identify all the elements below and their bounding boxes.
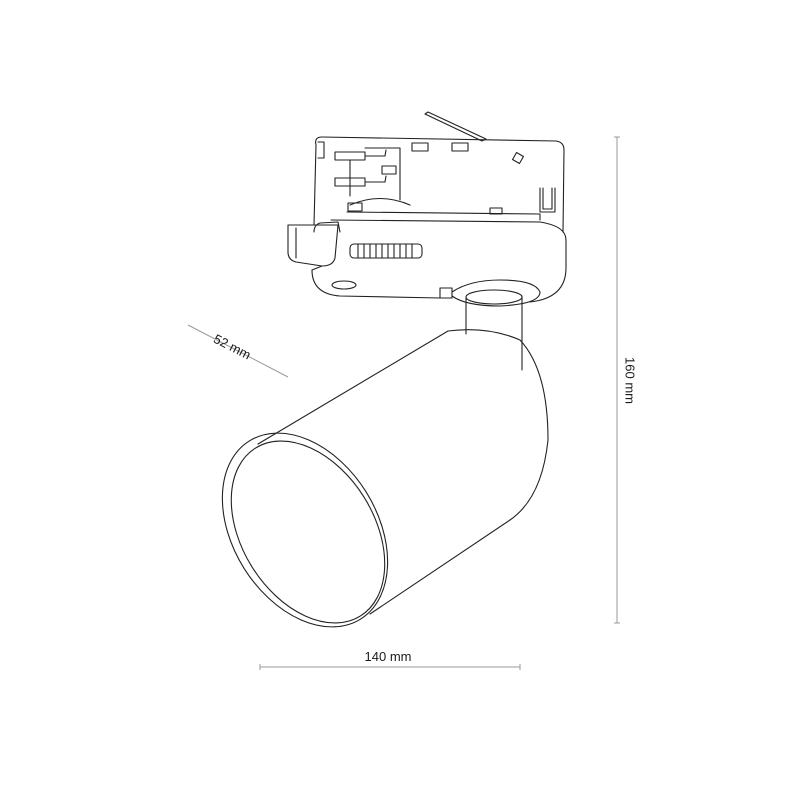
- track-adapter: [287, 111, 567, 307]
- dimension-depth-line: [187, 324, 289, 378]
- height-dimension-label: 160 mm: [622, 357, 638, 404]
- width-dimension-label: 140 mm: [364, 649, 412, 664]
- dimension-width-line: [259, 664, 521, 670]
- stem: [465, 289, 523, 371]
- dimension-height-line: [614, 136, 620, 624]
- spotlight-cylinder: [221, 329, 549, 628]
